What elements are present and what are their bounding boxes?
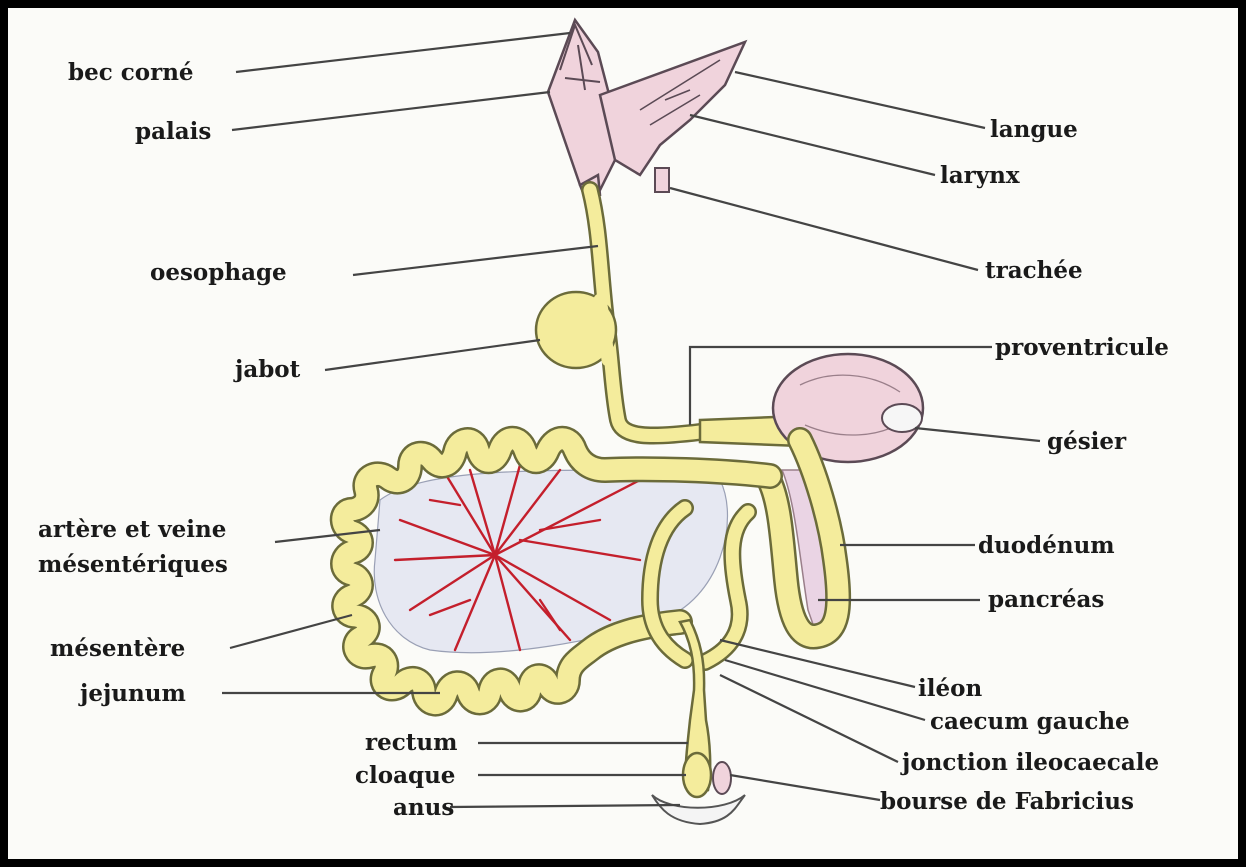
label-gesier: gésier [1047, 428, 1127, 455]
label-mesentere: mésentère [50, 635, 185, 662]
label-pancreas: pancréas [988, 586, 1104, 613]
label-bec-corne: bec corné [68, 59, 194, 86]
label-palais: palais [135, 118, 211, 145]
label-duodenum: duodénum [978, 532, 1115, 559]
label-langue: langue [990, 116, 1078, 143]
label-artere-veine-1: artère et veine [38, 516, 226, 543]
label-jabot: jabot [233, 356, 301, 383]
label-larynx: larynx [940, 162, 1020, 189]
trachea-stub [655, 168, 669, 192]
label-caecum-gauche: caecum gauche [930, 708, 1130, 735]
label-rectum: rectum [365, 729, 457, 756]
label-artere-veine-2: mésentériques [38, 551, 228, 578]
cloaca-shape [683, 753, 711, 797]
label-bourse: bourse de Fabricius [880, 788, 1134, 815]
label-jejunum: jejunum [78, 680, 186, 707]
label-trachee: trachée [985, 257, 1083, 284]
label-jonction: jonction ileocaecale [900, 749, 1159, 776]
bursa-shape [713, 762, 731, 794]
beak-palate-illustration [548, 20, 745, 200]
anus-shape [652, 795, 745, 824]
label-cloaque: cloaque [355, 762, 455, 789]
oesophagus-crop-illustration [536, 190, 790, 436]
label-anus: anus [393, 794, 454, 821]
label-oesophage: oesophage [150, 259, 287, 286]
label-ileon: iléon [918, 675, 982, 702]
label-proventricule: proventricule [995, 334, 1169, 361]
